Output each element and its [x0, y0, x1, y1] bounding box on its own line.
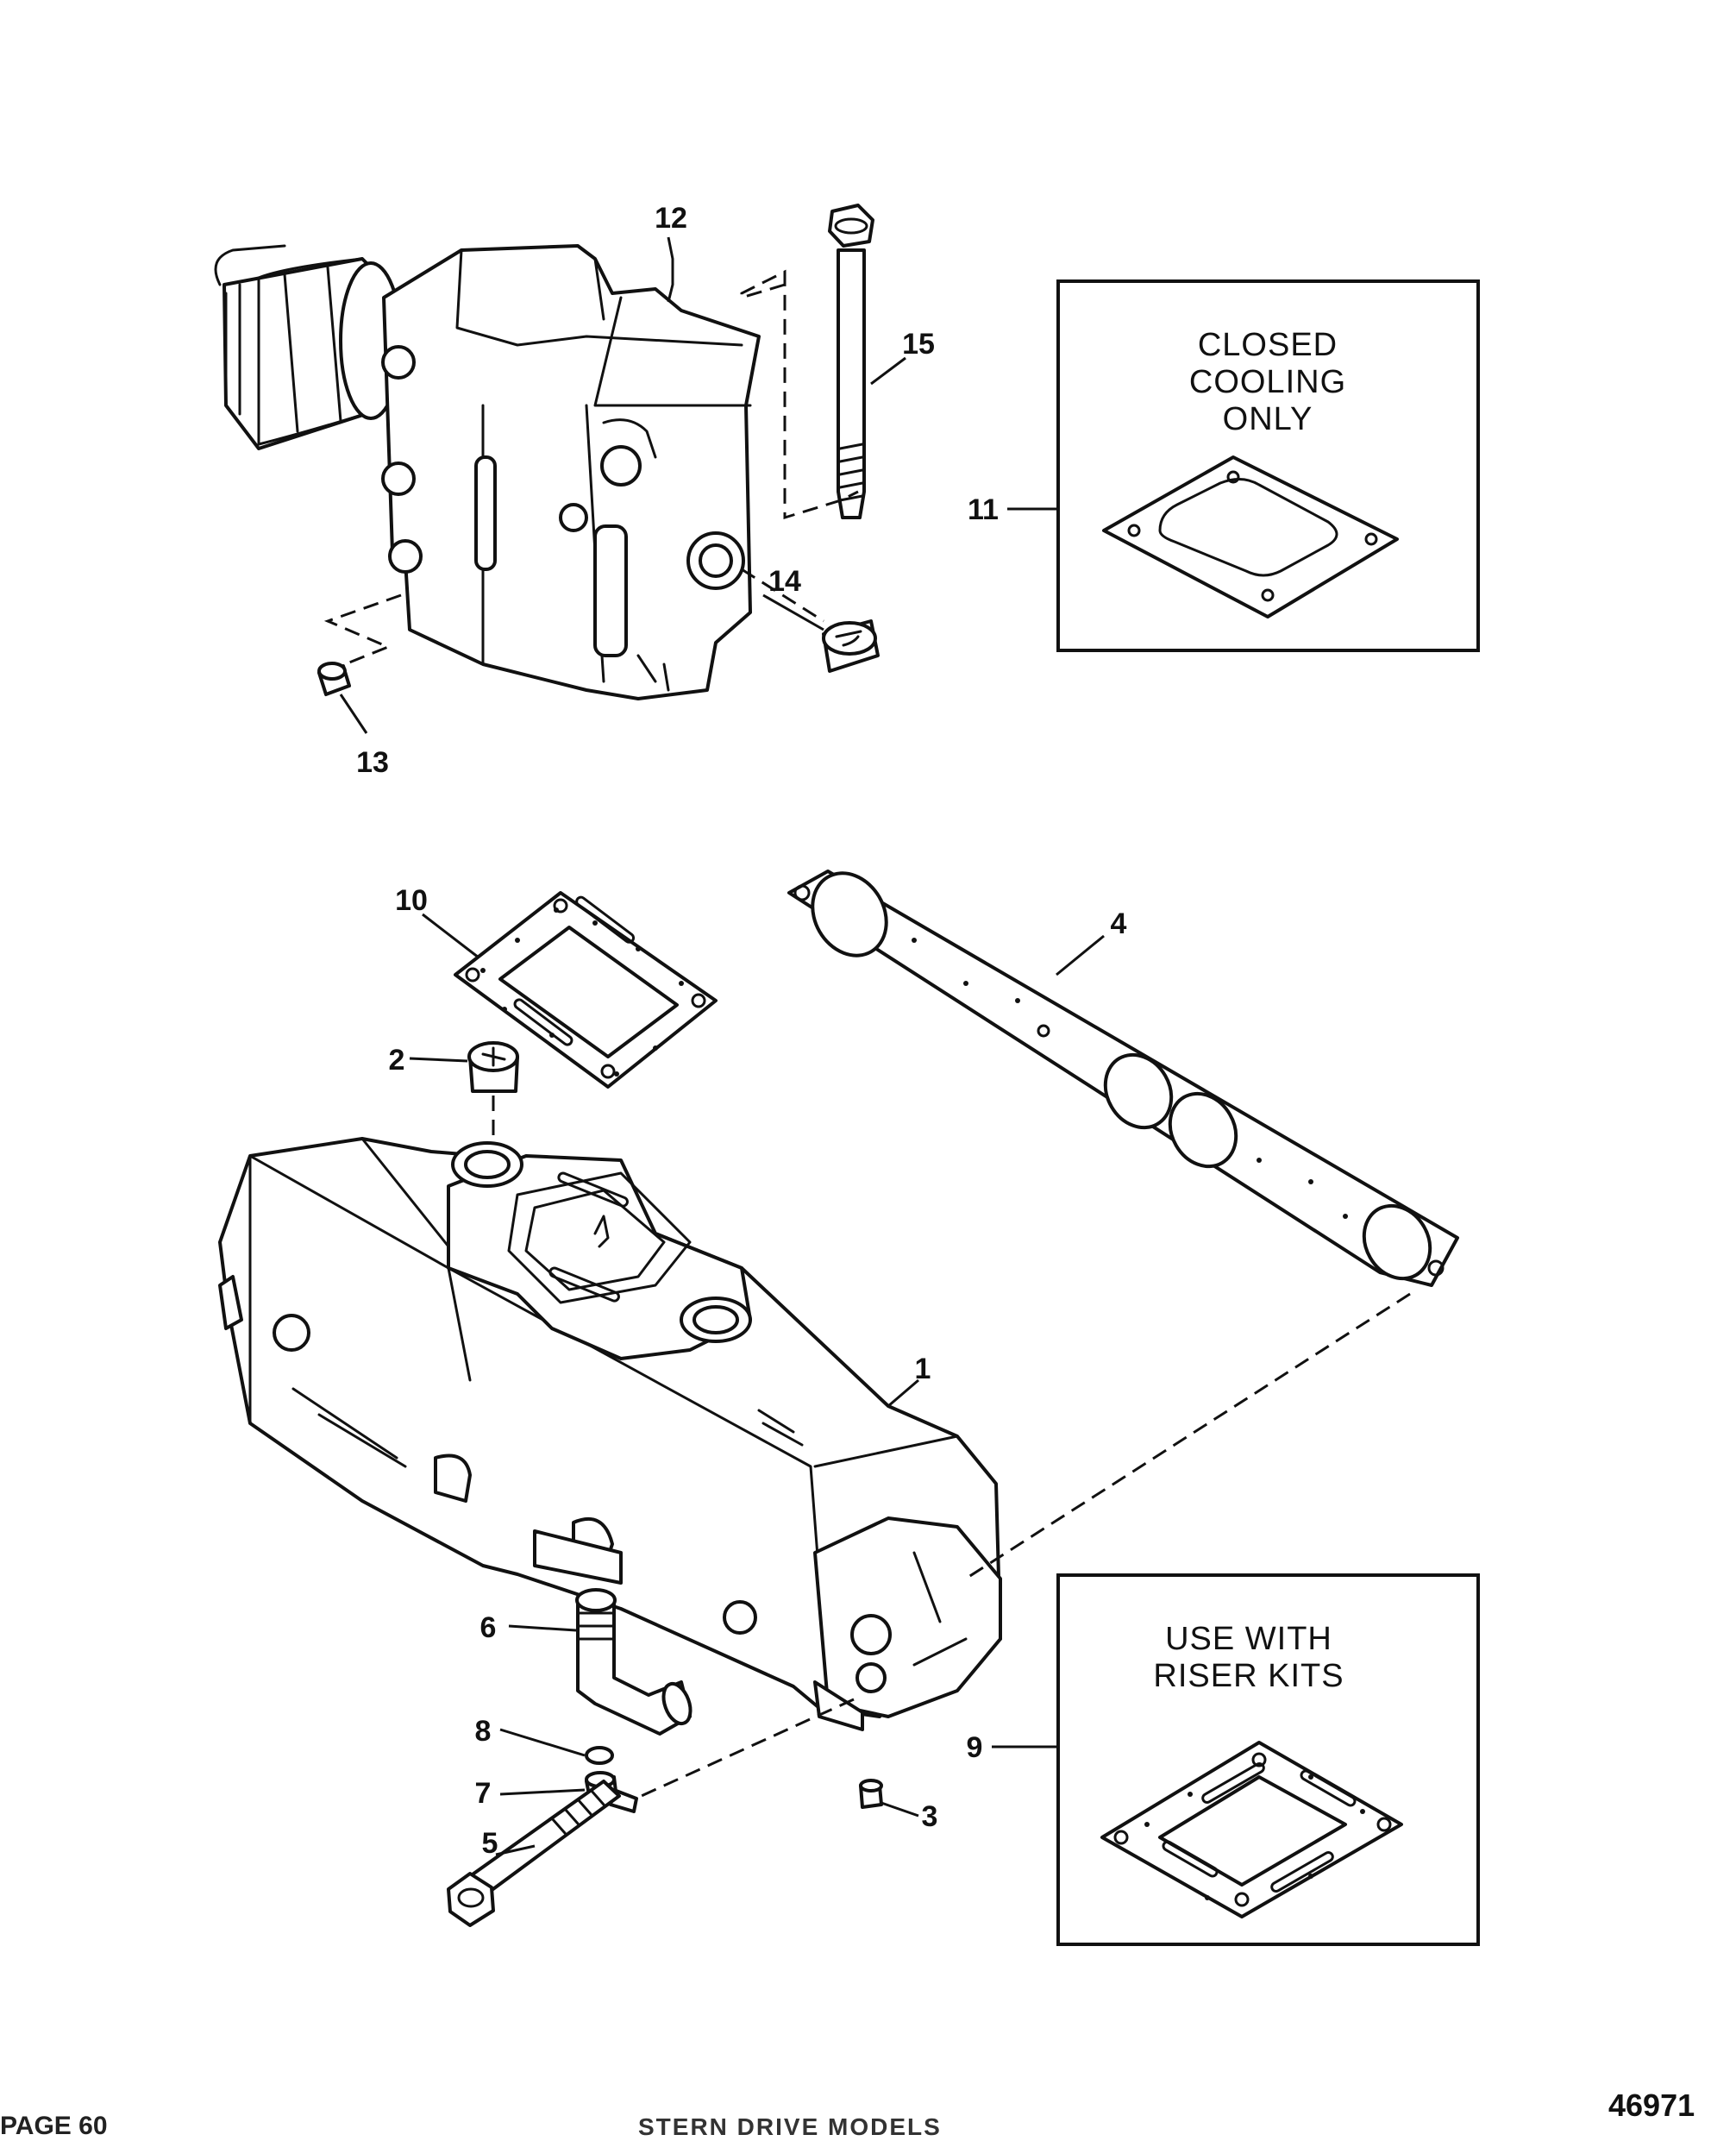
closed-cooling-line2: COOLING — [1189, 364, 1346, 400]
callout-5: 5 — [482, 1827, 498, 1860]
manifold-gasket-part-4 — [787, 870, 1459, 1287]
long-bolt-part-15 — [828, 204, 874, 519]
page-label: PAGE 60 — [0, 2112, 108, 2140]
leader-lines — [339, 236, 1105, 1856]
callout-1: 1 — [915, 1353, 931, 1385]
bolt-part-5 — [447, 1780, 621, 1927]
o-ring-part-8 — [585, 1746, 614, 1765]
callout-10: 10 — [395, 884, 428, 917]
closed-cooling-box: CLOSED COOLING ONLY — [1056, 279, 1480, 652]
pipe-plug-part-3 — [859, 1779, 883, 1809]
plug-part-14 — [822, 619, 880, 673]
riser-kits-line1: USE WITH — [1165, 1621, 1332, 1657]
callout-4: 4 — [1111, 907, 1127, 940]
callout-3: 3 — [922, 1800, 938, 1833]
alignment-dashed-lines-upper — [323, 269, 859, 666]
callout-15: 15 — [902, 328, 935, 361]
closed-cooling-line1: CLOSED — [1198, 327, 1338, 363]
elbow-fitting-part-6 — [575, 1588, 693, 1736]
callout-14: 14 — [768, 565, 801, 598]
callout-6: 6 — [480, 1611, 497, 1644]
closed-cooling-line3: ONLY — [1223, 401, 1313, 437]
callout-labels: 12 15 11 14 13 10 4 2 1 6 8 7 3 5 9 — [356, 202, 1126, 1860]
gasket-part-10 — [454, 891, 718, 1089]
callout-11: 11 — [968, 493, 999, 526]
callout-7: 7 — [475, 1777, 492, 1810]
callout-2: 2 — [389, 1044, 405, 1077]
callout-9: 9 — [967, 1731, 983, 1764]
pipe-plug-part-13 — [317, 662, 351, 696]
callout-13: 13 — [356, 746, 389, 779]
exhaust-manifold-part-1 — [218, 1137, 1002, 1731]
callout-12: 12 — [655, 202, 687, 235]
riser-kits-line2: RISER KITS — [1153, 1658, 1344, 1694]
plug-part-2 — [467, 1041, 519, 1093]
riser-kits-box: USE WITH RISER KITS — [1056, 1573, 1480, 1946]
section-title: STERN DRIVE MODELS — [638, 2113, 942, 2140]
gasket-part-11 — [1102, 455, 1399, 618]
alignment-dashed-lines-lower — [616, 1292, 1411, 1809]
callout-8: 8 — [475, 1715, 492, 1748]
figure-number: 46971 — [1608, 2088, 1695, 2123]
gasket-part-9 — [1100, 1741, 1403, 1918]
exhaust-elbow-part-12 — [214, 244, 761, 700]
